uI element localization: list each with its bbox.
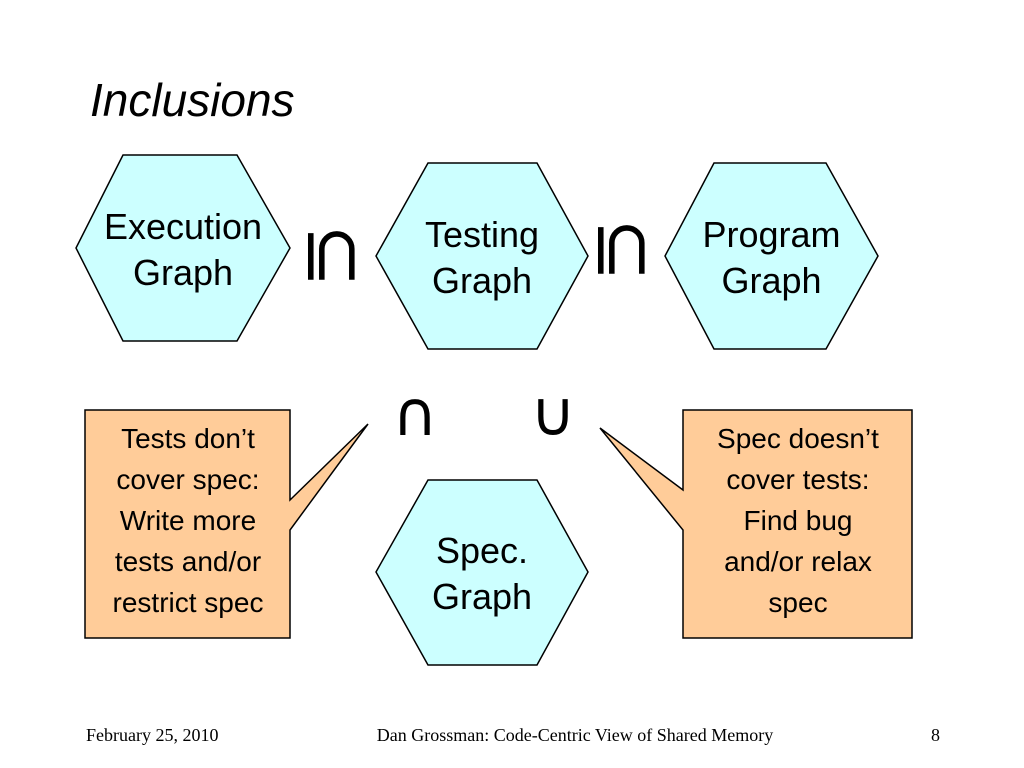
- footer-title: Dan Grossman: Code-Centric View of Share…: [376, 725, 774, 745]
- union-symbol: ∪: [530, 377, 576, 450]
- footer-page-number: 8: [931, 725, 940, 745]
- footer-date: February 25, 2010: [86, 725, 219, 745]
- intersection-symbol: ∩: [392, 377, 438, 450]
- subset-symbol-left: ⊆: [290, 224, 379, 288]
- program-graph-hexagon: [664, 162, 879, 350]
- spec-graph-hexagon: [375, 479, 589, 666]
- program-graph-label: Program Graph: [702, 214, 841, 301]
- right-callout-text: Spec doesn’t cover tests: Find bug and/o…: [717, 423, 879, 618]
- testing-graph-label: Testing Graph: [424, 214, 540, 301]
- execution-graph-label: Execution Graph: [103, 206, 263, 293]
- subset-symbol-right: ⊆: [580, 218, 669, 282]
- execution-graph-hexagon: [75, 154, 291, 342]
- spec-graph-label: Spec. Graph: [431, 530, 533, 617]
- slide-title: Inclusions: [90, 74, 295, 126]
- left-callout-text: Tests don’t cover spec: Write more tests…: [112, 423, 264, 618]
- right-callout-shape: [599, 409, 913, 639]
- testing-graph-hexagon: [375, 162, 589, 350]
- left-callout-shape: [84, 409, 369, 639]
